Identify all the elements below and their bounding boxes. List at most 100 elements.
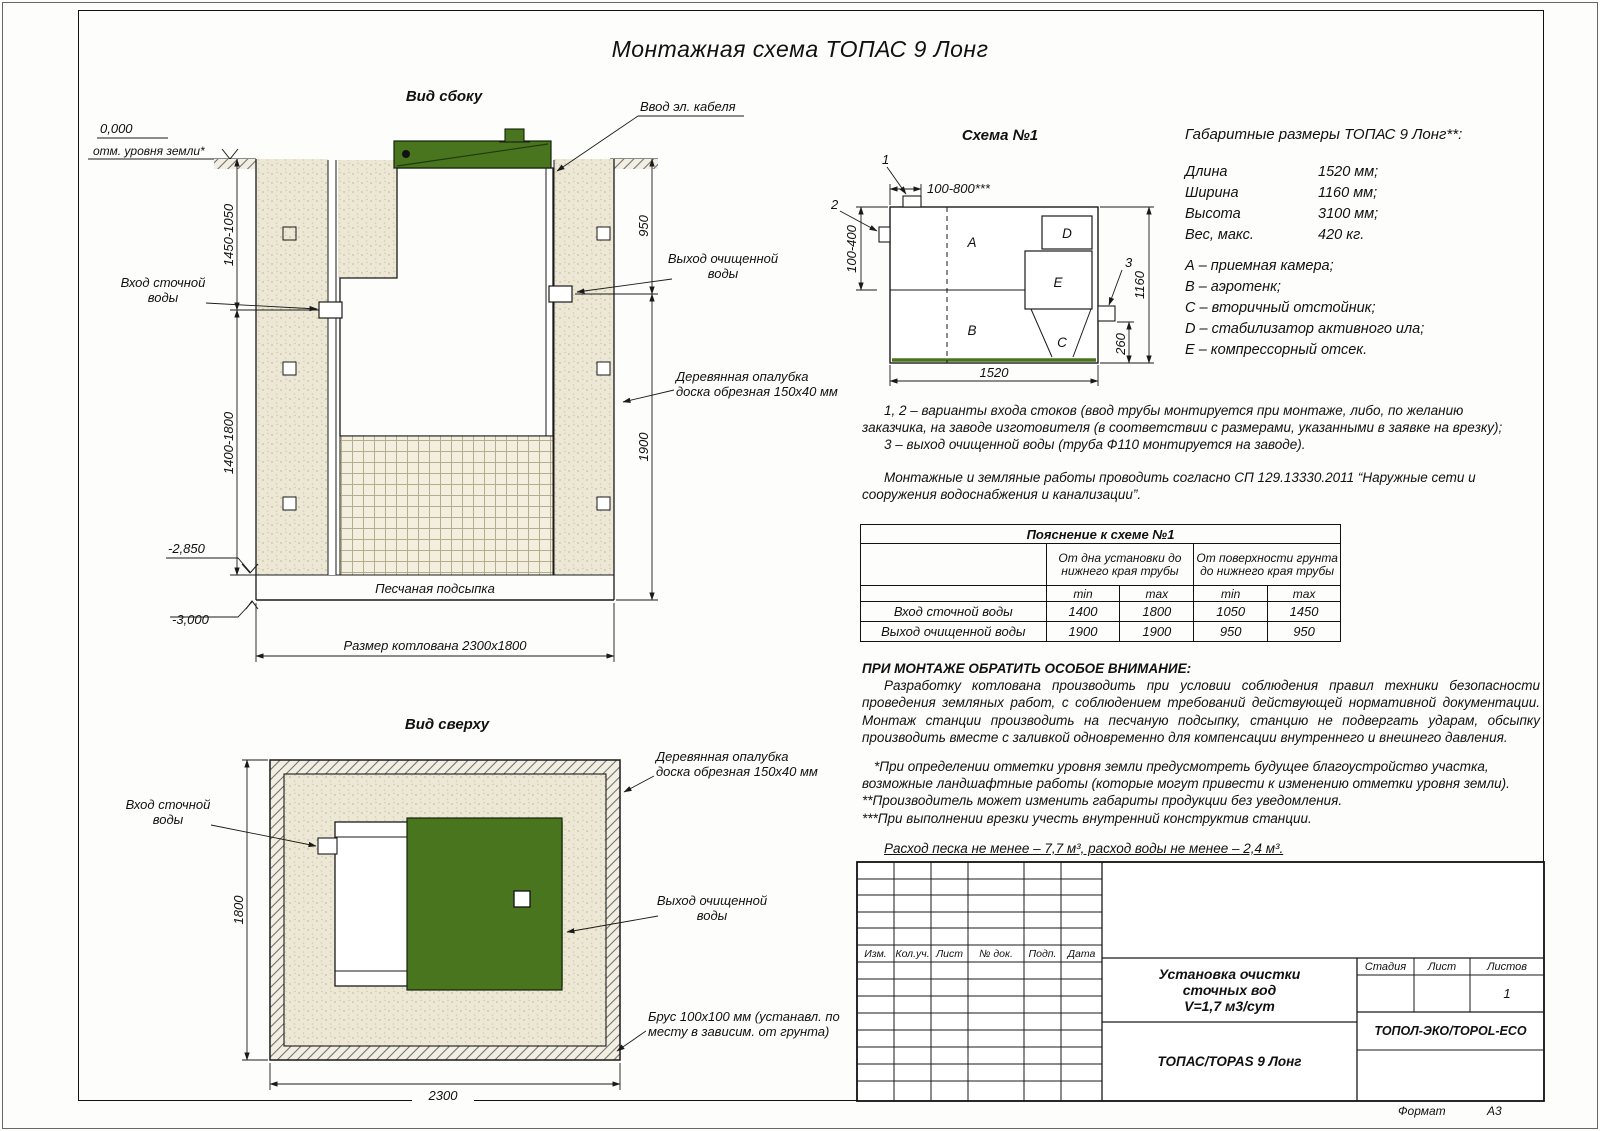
inlet-top-label-1: Вход сточной (126, 797, 211, 812)
dim-950: 950 (636, 214, 651, 236)
compartment-legend: А – приемная камера; В – аэротенк; С – в… (1185, 256, 1545, 361)
col-label-koluch: Кол.уч. (895, 948, 930, 960)
doc-title-line-1: Установка очистки (1158, 966, 1301, 982)
callout-formwork-top: Деревянная опалубка доска обрезная 150х4… (623, 749, 818, 793)
inlet-pipe (318, 301, 343, 319)
formwork-top-label-1: Деревянная опалубка (654, 749, 789, 764)
dim-value: 420 кг. (1318, 227, 1365, 243)
legend-a: А – приемная камера; (1185, 258, 1334, 274)
dim-1800-value: 1800 (231, 895, 246, 925)
attention-heading: ПРИ МОНТАЖЕ ОБРАТИТЬ ОСОБОЕ ВНИМАНИЕ: (862, 661, 1192, 676)
backfill-neck (338, 160, 397, 278)
table-max-1: max (1119, 585, 1195, 602)
callout-formwork-side: Деревянная опалубка доска обрезная 150х4… (622, 369, 838, 403)
callout-cable: Ввод эл. кабеля (556, 99, 744, 172)
scheme-pipe-1 (902, 195, 922, 208)
table-min-1: min (1045, 585, 1121, 602)
attention-note-3: ***При выполнении врезки учесть внутренн… (862, 810, 1312, 826)
table-colgroup-1: От дна установки до нижнего края трубы (1045, 543, 1195, 586)
ground-hatch-left (214, 159, 256, 169)
attention-block: ПРИ МОНТАЖЕ ОБРАТИТЬ ОСОБОЕ ВНИМАНИЕ: Ра… (862, 660, 1540, 857)
dim-1900: 1900 (636, 432, 651, 462)
stage-label: Стадия (1364, 960, 1407, 973)
dim-name: Вес, макс. (1185, 227, 1254, 243)
dim-1160: 1160 (1100, 206, 1154, 364)
outlet-top-label-2: воды (697, 908, 728, 923)
inlet-label-1: Вход сточной (121, 275, 206, 290)
compartment-e: E (1053, 275, 1063, 290)
note-sp-standard: Монтажные и земляные работы проводить со… (862, 470, 1476, 502)
vent-cap (504, 128, 525, 143)
dim-100-800-value: 100-800*** (927, 181, 991, 196)
dim-left-100-400: 100-400 (844, 206, 888, 291)
marker-3: 3 (1108, 255, 1133, 306)
tank-lid (393, 128, 552, 169)
compartment-b: B (967, 323, 976, 338)
marker-1: 1 (882, 152, 907, 195)
company-name: ТОПОЛ-ЭКО/TOPOL-ECO (1374, 1024, 1527, 1038)
dim-name: Высота (1185, 206, 1241, 222)
inlet-label-2: воды (148, 290, 179, 305)
top-view: Вид сверху 1800 2300 Вход сточной воды Д… (126, 716, 840, 1103)
level-mark-zero (221, 148, 239, 160)
table-row: Вход сточной воды 1400 1800 1050 1450 (860, 601, 1341, 622)
table-min-2: min (1193, 585, 1269, 602)
col-label-data: Дата (1067, 948, 1096, 960)
dim-depth-bottom: 1400-1800 (221, 411, 236, 474)
row-name: Вход сточной воды (860, 601, 1047, 622)
scheme-title: Схема №1 (962, 127, 1038, 144)
scheme-pipe-3 (1097, 305, 1116, 322)
formwork-top-label-2: доска обрезная 150х40 мм (656, 764, 818, 779)
consumption-note: Расход песка не менее – 7,7 м³, расход в… (884, 840, 1284, 856)
outlet-label-2: воды (708, 266, 739, 281)
dim-pit-size: Размер котлована 2300х1800 (255, 603, 615, 662)
col-label-izm: Изм. (864, 948, 887, 960)
side-view: Вид сбоку 0,000 отм. уровня земли* (88, 88, 838, 662)
scheme-notes: 1, 2 – варианты входа стоков (ввод трубы… (862, 402, 1530, 503)
outlet-label-1: Выход очищенной (668, 251, 778, 266)
dim-row-length: Длина 1520 мм; (1185, 162, 1535, 183)
col-label-ndok: № док. (979, 948, 1013, 960)
cable-label: Ввод эл. кабеля (640, 99, 736, 114)
dim-row-width: Ширина 1160 мм; (1185, 183, 1535, 204)
dim-value: 1520 мм; (1318, 164, 1379, 180)
marker-3-label: 3 (1125, 255, 1133, 270)
sand-bedding-label: Песчаная подсыпка (375, 581, 495, 596)
doc-title-line-3: V=1,7 м3/сут (1184, 998, 1275, 1014)
marker-2-label: 2 (830, 197, 839, 212)
format-value: А3 (1487, 1104, 1502, 1118)
dim-260-value: 260 (1113, 332, 1128, 355)
outlet-top-label-1: Выход очищенной (657, 893, 767, 908)
dim-name: Ширина (1185, 185, 1239, 201)
dim-1160-value: 1160 (1132, 270, 1147, 299)
col-label-list: Лист (935, 948, 964, 960)
note-outlet: 3 – выход очищенной воды (труба Ф110 мон… (884, 437, 1306, 452)
dim-100-400-value: 100-400 (844, 224, 859, 272)
dim-1520-value: 1520 (980, 365, 1010, 380)
zero-level-note: отм. уровня земли* (93, 144, 205, 158)
dim-name: Длина (1185, 164, 1228, 180)
sheets-label: Листов (1486, 960, 1528, 973)
scheme-pipe-2 (878, 226, 891, 243)
side-view-title: Вид сбоку (406, 88, 483, 105)
table-colgroup-2: От поверхности грунта до нижнего края тр… (1193, 543, 1341, 586)
dim-1800: 1800 (231, 759, 268, 1061)
callout-outlet-side: Выход очищенной воды (576, 251, 778, 294)
dim-260: 260 (1113, 321, 1134, 364)
dim-right-chain: 950 1900 (575, 158, 658, 601)
dim-row-weight: Вес, макс. 420 кг. (1185, 225, 1535, 246)
doc-title-line-2: сточных вод (1182, 982, 1277, 998)
page-title: Монтажная схема ТОПАС 9 Лонг (611, 36, 989, 62)
compartment-d-box (1041, 215, 1093, 250)
dim-1520: 1520 (889, 365, 1099, 386)
sheet-label: Лист (1427, 960, 1457, 973)
vent-top (513, 890, 531, 908)
pit-size-label: Размер котлована 2300х1800 (343, 638, 527, 653)
attention-body: Разработку котлована производить при усл… (862, 678, 1540, 745)
formwork-label-2: доска обрезная 150х40 мм (676, 384, 838, 399)
sand-bedding (339, 435, 554, 576)
scheme-1: Схема №1 A B C D E 100-800*** 1 2 3 (830, 127, 1154, 386)
dim-depth-top: 1450-1050 (221, 203, 236, 266)
